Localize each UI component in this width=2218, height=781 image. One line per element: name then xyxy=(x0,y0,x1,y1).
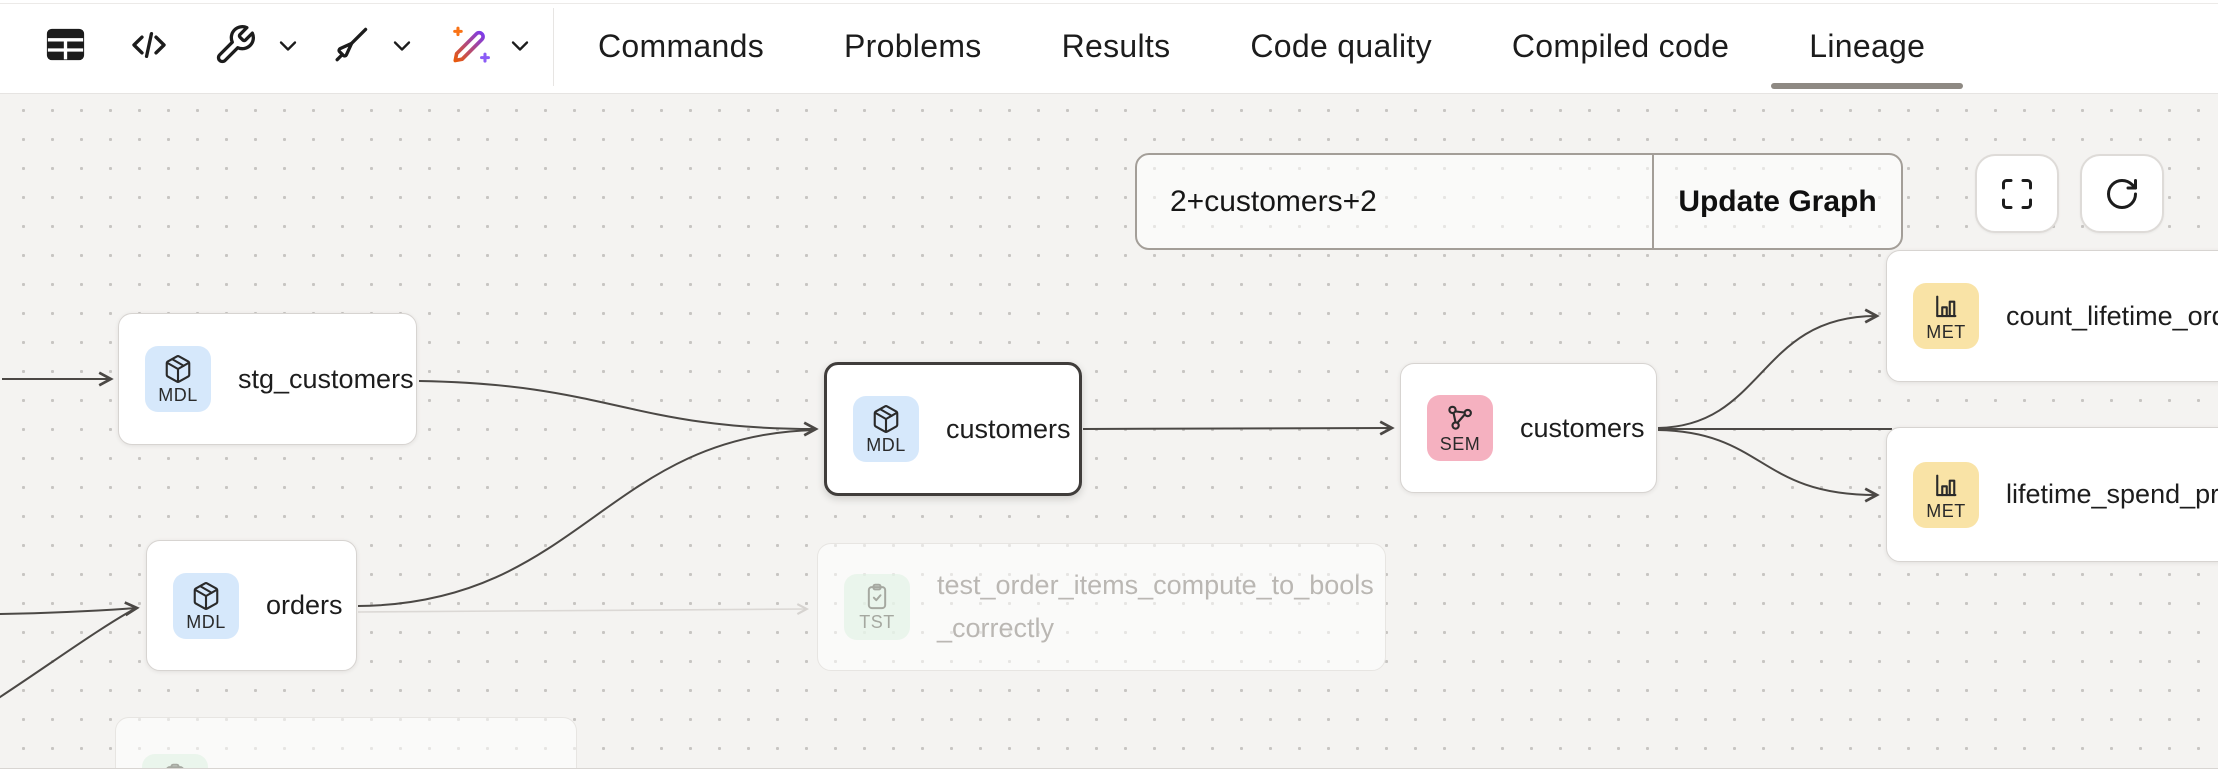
tab-compiled-code[interactable]: Compiled code xyxy=(1511,28,1730,64)
code-button[interactable] xyxy=(126,24,172,66)
network-icon xyxy=(1448,405,1472,430)
table-icon xyxy=(46,28,85,61)
format-dropdown-chevron[interactable] xyxy=(274,32,302,60)
cube-icon xyxy=(873,405,899,433)
format-button[interactable] xyxy=(213,23,257,67)
tab-bar: Commands Problems Results Code quality C… xyxy=(558,0,1965,93)
refresh-icon xyxy=(2107,178,2137,209)
tab-problems[interactable]: Problems xyxy=(844,28,982,64)
tab-results[interactable]: Results xyxy=(1061,28,1171,64)
model-type-badge: MDL xyxy=(173,572,239,639)
model-type-badge: MDL xyxy=(145,346,211,412)
semantic-type-badge: SEM xyxy=(1427,395,1493,461)
badge-label: MET xyxy=(1926,322,1966,342)
graph-query-input[interactable] xyxy=(1137,155,1654,248)
node-test-order-items[interactable]: TST test_order_items_compute_to_bools_co… xyxy=(817,543,1386,671)
node-label: stg_customers xyxy=(238,363,414,394)
clean-dropdown-chevron[interactable] xyxy=(388,32,416,60)
wrench-icon xyxy=(216,25,255,64)
cube-icon xyxy=(165,355,191,383)
maximize-icon xyxy=(2002,178,2032,209)
lineage-canvas[interactable]: MDL stg_customers MDL orders MDL custome… xyxy=(0,93,2218,768)
node-test-partial[interactable]: TST xyxy=(115,717,577,768)
node-label: count_lifetime_order xyxy=(2006,300,2218,331)
update-graph-button[interactable]: Update Graph xyxy=(1654,155,1901,248)
bottom-pane-edge xyxy=(0,768,2218,781)
badge-label: MDL xyxy=(158,385,198,405)
top-toolbar: Commands Problems Results Code quality C… xyxy=(0,0,2218,94)
model-type-badge: MDL xyxy=(853,396,919,462)
magic-pencil-icon xyxy=(453,26,490,63)
metric-type-badge: MET xyxy=(1913,461,1979,528)
ai-assist-button[interactable] xyxy=(448,22,494,68)
node-customers-model[interactable]: MDL customers xyxy=(824,362,1082,496)
chevron-down-icon xyxy=(511,41,529,51)
tab-lineage[interactable]: Lineage xyxy=(1769,0,1965,93)
refresh-graph-button[interactable] xyxy=(2080,154,2164,233)
node-customers-semantic[interactable]: SEM customers xyxy=(1400,363,1657,493)
badge-label: MET xyxy=(1926,500,1966,521)
badge-label: TST xyxy=(859,612,895,632)
broom-icon xyxy=(335,27,368,62)
node-label: lifetime_spend_preta xyxy=(2006,479,2218,509)
test-type-badge: TST xyxy=(142,754,208,768)
node-lifetime-spend-pretax[interactable]: MET lifetime_spend_preta xyxy=(1886,427,2218,562)
clean-button[interactable] xyxy=(328,23,372,67)
node-orders[interactable]: MDL orders xyxy=(146,540,357,671)
bar-chart-icon xyxy=(1936,474,1957,496)
fit-view-button[interactable] xyxy=(1975,154,2059,233)
tab-code-quality[interactable]: Code quality xyxy=(1250,28,1432,64)
cube-icon xyxy=(193,581,219,610)
table-view-button[interactable] xyxy=(42,21,89,68)
lineage-edges xyxy=(0,308,1892,699)
clipboard-check-icon xyxy=(166,763,184,768)
node-label: test_order_items_compute_to_bools_correc… xyxy=(937,569,1374,643)
ai-dropdown-chevron[interactable] xyxy=(506,32,534,60)
node-label: customers xyxy=(946,413,1071,444)
chevron-down-icon xyxy=(279,41,297,51)
chevron-down-icon xyxy=(393,41,411,51)
clipboard-check-icon xyxy=(867,583,887,610)
bar-chart-icon xyxy=(1936,295,1957,318)
node-label: customers xyxy=(1520,412,1645,443)
node-stg-customers[interactable]: MDL stg_customers xyxy=(118,313,417,445)
toolbar-divider xyxy=(553,8,554,86)
test-type-badge: TST xyxy=(844,574,910,640)
badge-label: MDL xyxy=(186,611,226,632)
code-icon xyxy=(132,31,166,59)
graph-query-group: Update Graph xyxy=(1135,153,1903,250)
badge-label: MDL xyxy=(866,435,906,455)
metric-type-badge: MET xyxy=(1913,283,1979,349)
node-count-lifetime-orders[interactable]: MET count_lifetime_order xyxy=(1886,250,2218,382)
tab-commands[interactable]: Commands xyxy=(598,28,765,64)
node-label: orders xyxy=(266,590,343,620)
badge-label: SEM xyxy=(1439,434,1481,454)
